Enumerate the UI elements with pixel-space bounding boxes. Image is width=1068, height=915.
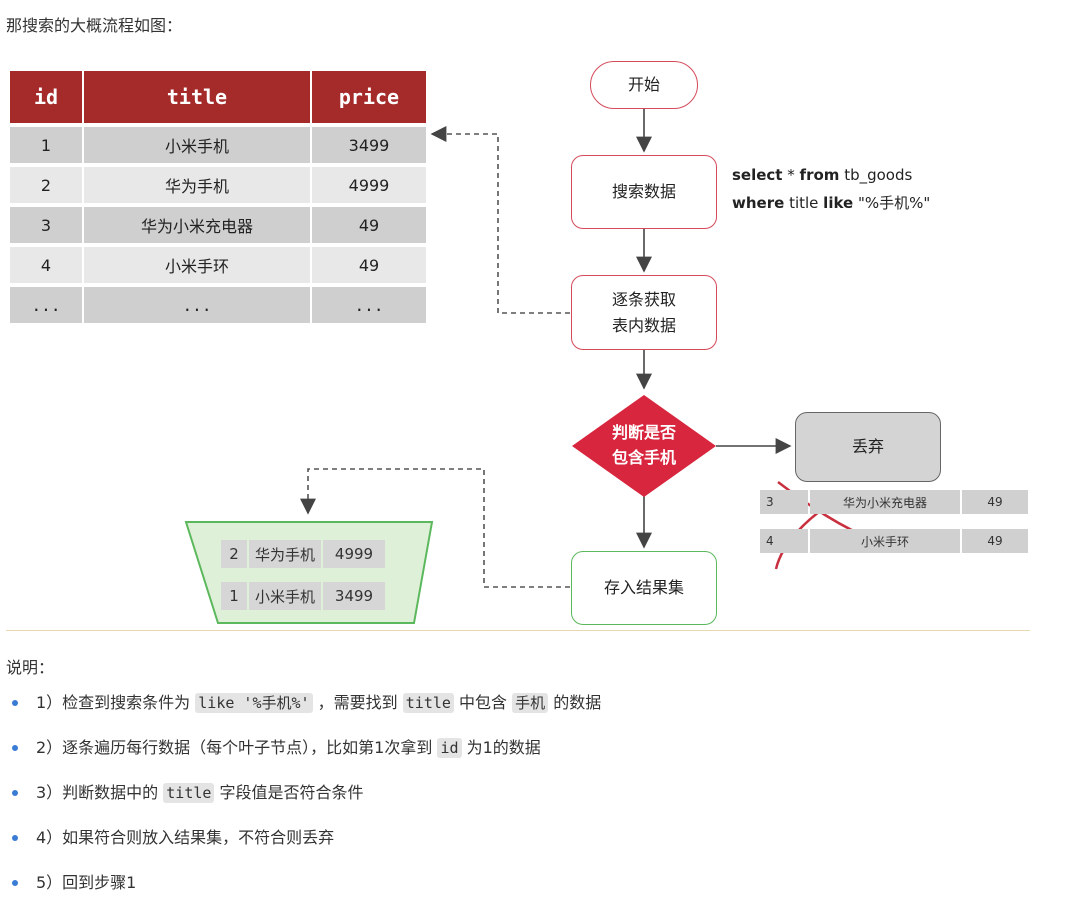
sql-star: *	[787, 166, 800, 184]
header-price: price	[312, 71, 426, 123]
sql-where: where	[732, 194, 785, 212]
goods-table: id title price 1 小米手机 3499 2 华为手机 4999 3…	[10, 71, 426, 327]
cell-title: 小米手机	[84, 127, 310, 163]
sql-pattern: "%手机%"	[857, 194, 931, 212]
cell-id: 2	[10, 167, 82, 203]
result-title: 华为手机	[249, 540, 321, 568]
table-row: ... ... ...	[10, 287, 426, 323]
header-title: title	[84, 71, 310, 123]
cell-id: 4	[10, 247, 82, 283]
notes-title: 说明：	[6, 658, 55, 677]
list-item: 2）逐条遍历每行数据（每个叶子节点），比如第1次拿到 id 为1的数据	[6, 735, 601, 780]
sql-line1: select * from tb_goods	[732, 161, 930, 189]
intro-text: 那搜索的大概流程如图：	[6, 16, 183, 35]
cell-price: 49	[312, 247, 426, 283]
bullet-icon	[12, 835, 18, 841]
flow-diagram: id title price 1 小米手机 3499 2 华为手机 4999 3…	[0, 55, 1040, 625]
result-row: 2 华为手机 4999	[221, 540, 387, 568]
step-text: 1）检查到搜索条件为	[36, 693, 191, 712]
step-text: 3）判断数据中的	[36, 783, 159, 802]
sql-field: title	[789, 194, 819, 212]
table-row: 4 小米手环 49	[10, 247, 426, 283]
inline-code: like '%手机%'	[195, 693, 313, 713]
steps-list: 1）检查到搜索条件为 like '%手机%' ，需要找到 title 中包含 手…	[6, 690, 601, 915]
discarded-title: 华为小米充电器	[810, 490, 960, 514]
table-row: 2 华为手机 4999	[10, 167, 426, 203]
bullet-icon	[12, 700, 18, 706]
cell-price: 3499	[312, 127, 426, 163]
discarded-id: 4	[760, 529, 808, 553]
cell-title: 华为手机	[84, 167, 310, 203]
step-text: 4）如果符合则放入结果集，不符合则丢弃	[36, 828, 335, 847]
list-item: 4）如果符合则放入结果集，不符合则丢弃	[6, 825, 601, 870]
section-divider	[6, 630, 1030, 631]
list-item: 1）检查到搜索条件为 like '%手机%' ，需要找到 title 中包含 手…	[6, 690, 601, 735]
result-title: 小米手机	[249, 582, 321, 610]
step-text: 为1的数据	[466, 738, 541, 757]
discarded-row: 4 小米手环 49	[760, 529, 1030, 553]
cell-id: 1	[10, 127, 82, 163]
discarded-row: 3 华为小米充电器 49	[760, 490, 1030, 514]
bullet-icon	[12, 790, 18, 796]
discard-node: 丢弃	[795, 412, 941, 482]
fetch-line1: 逐条获取	[611, 289, 676, 309]
step-text: ，需要找到	[317, 693, 398, 712]
result-row: 1 小米手机 3499	[221, 582, 387, 610]
sql-from: from	[799, 166, 840, 184]
inline-code: title	[163, 783, 215, 803]
fetch-node: 逐条获取 表内数据	[571, 275, 717, 350]
table-row: 1 小米手机 3499	[10, 127, 426, 163]
sql-select: select	[732, 166, 783, 184]
decision-line1: 判断是否	[611, 423, 676, 443]
sql-like: like	[823, 194, 854, 212]
cell-price: 4999	[312, 167, 426, 203]
inline-code: title	[402, 693, 454, 713]
sql-annotation: select * from tb_goods where title like …	[732, 161, 930, 217]
search-node: 搜索数据	[571, 155, 717, 229]
step-text: 字段值是否符合条件	[219, 783, 364, 802]
cell-title: 华为小米充电器	[84, 207, 310, 243]
sql-line2: where title like "%手机%"	[732, 189, 930, 217]
decision-line2: 包含手机	[611, 448, 676, 467]
result-id: 1	[221, 582, 247, 610]
cell-title: 小米手环	[84, 247, 310, 283]
sql-table: tb_goods	[844, 166, 913, 184]
step-text: 的数据	[553, 693, 602, 712]
discarded-id: 3	[760, 490, 808, 514]
cell-price: 49	[312, 207, 426, 243]
list-item: 5）回到步骤1	[6, 870, 601, 915]
start-node: 开始	[590, 61, 698, 109]
cell-title: ...	[84, 287, 310, 323]
inline-code: 手机	[512, 693, 549, 713]
inline-code: id	[437, 738, 462, 758]
bullet-icon	[12, 880, 18, 886]
header-id: id	[10, 71, 82, 123]
discarded-title: 小米手环	[810, 529, 960, 553]
bullet-icon	[12, 745, 18, 751]
result-price: 3499	[323, 582, 385, 610]
cell-id: 3	[10, 207, 82, 243]
step-text: 2）逐条遍历每行数据（每个叶子节点），比如第1次拿到	[36, 738, 433, 757]
discarded-price: 49	[962, 529, 1028, 553]
fetch-line2: 表内数据	[611, 315, 676, 335]
decision-label: 判断是否 包含手机	[590, 417, 698, 475]
step-text: 5）回到步骤1	[36, 873, 137, 892]
store-node: 存入结果集	[571, 551, 717, 625]
result-id: 2	[221, 540, 247, 568]
discarded-price: 49	[962, 490, 1028, 514]
cell-price: ...	[312, 287, 426, 323]
decision-diamond	[572, 395, 716, 497]
table-row: 3 华为小米充电器 49	[10, 207, 426, 243]
table-header-row: id title price	[10, 71, 426, 123]
list-item: 3）判断数据中的 title 字段值是否符合条件	[6, 780, 601, 825]
step-text: 中包含	[459, 693, 508, 712]
cell-id: ...	[10, 287, 82, 323]
result-price: 4999	[323, 540, 385, 568]
